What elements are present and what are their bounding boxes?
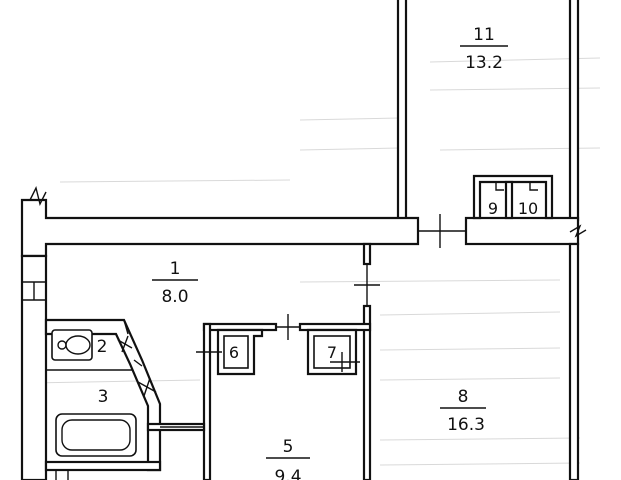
room-number-10: 10 [518,199,538,218]
room-number-6: 6 [229,343,239,362]
bathtub-icon [55,413,137,457]
room-number-7: 7 [327,343,337,362]
room-cut-marker [55,470,69,480]
room-area-1: 8.0 [161,287,188,307]
room-number-2: 2 [97,337,108,357]
walls [20,0,587,480]
room-label-11: 11 13.2 [460,25,508,73]
room-label-1: 1 8.0 [152,259,198,307]
room-number-8: 8 [458,387,469,407]
room-number-9: 9 [488,199,498,218]
room-number-3: 3 [98,387,109,407]
closet-6 [216,328,264,376]
room-number-1: 1 [170,259,181,279]
room-label-8: 8 16.3 [440,387,486,435]
fixtures [51,329,137,457]
room-area-5: 9.4 [274,467,301,480]
room-number-5: 5 [283,437,294,457]
room-area-8: 16.3 [447,415,485,435]
door-marks [117,214,466,428]
toilet-icon [51,329,93,361]
room-area-11: 13.2 [465,53,503,73]
room-number-11: 11 [473,25,495,45]
room-label-5: 5 9.4 [266,437,310,480]
closets-9-10 [472,174,554,220]
bleed-through-background [29,57,601,466]
